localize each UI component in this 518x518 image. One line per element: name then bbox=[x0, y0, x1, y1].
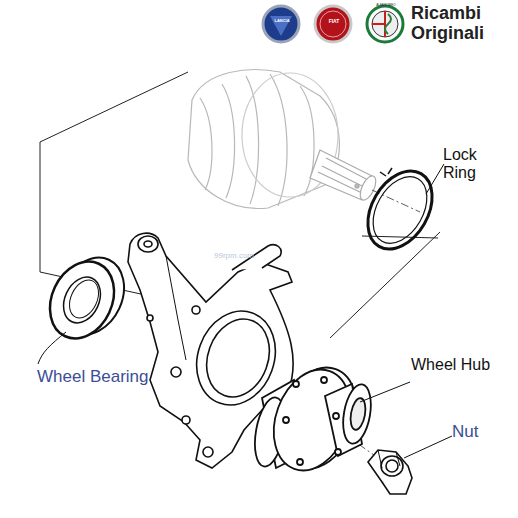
logo-text: ALFA ROMEO bbox=[371, 4, 401, 7]
wheel-bearing bbox=[38, 247, 136, 349]
splined-shaft bbox=[310, 150, 379, 202]
brand-logos bbox=[263, 6, 403, 42]
brand-title: Ricambi Originali bbox=[411, 4, 511, 44]
watermark: 99rpm.com bbox=[214, 252, 284, 261]
lock-ring bbox=[355, 160, 445, 261]
leader-line bbox=[404, 436, 452, 458]
logo-text: LANCIA bbox=[270, 19, 294, 23]
nut bbox=[368, 450, 412, 494]
part-label: Wheel Hub bbox=[411, 356, 511, 374]
part-label: Wheel Bearing bbox=[37, 368, 177, 387]
part-label: Lock Ring bbox=[443, 146, 503, 181]
leader-line bbox=[38, 332, 66, 364]
leader-line bbox=[426, 164, 444, 194]
part-label: Nut bbox=[452, 423, 502, 442]
cv-joint bbox=[188, 70, 339, 209]
leader-line bbox=[360, 382, 410, 402]
wheel-hub bbox=[250, 357, 375, 481]
logo-text: FIAT bbox=[325, 19, 343, 25]
steering-knuckle bbox=[128, 233, 293, 468]
